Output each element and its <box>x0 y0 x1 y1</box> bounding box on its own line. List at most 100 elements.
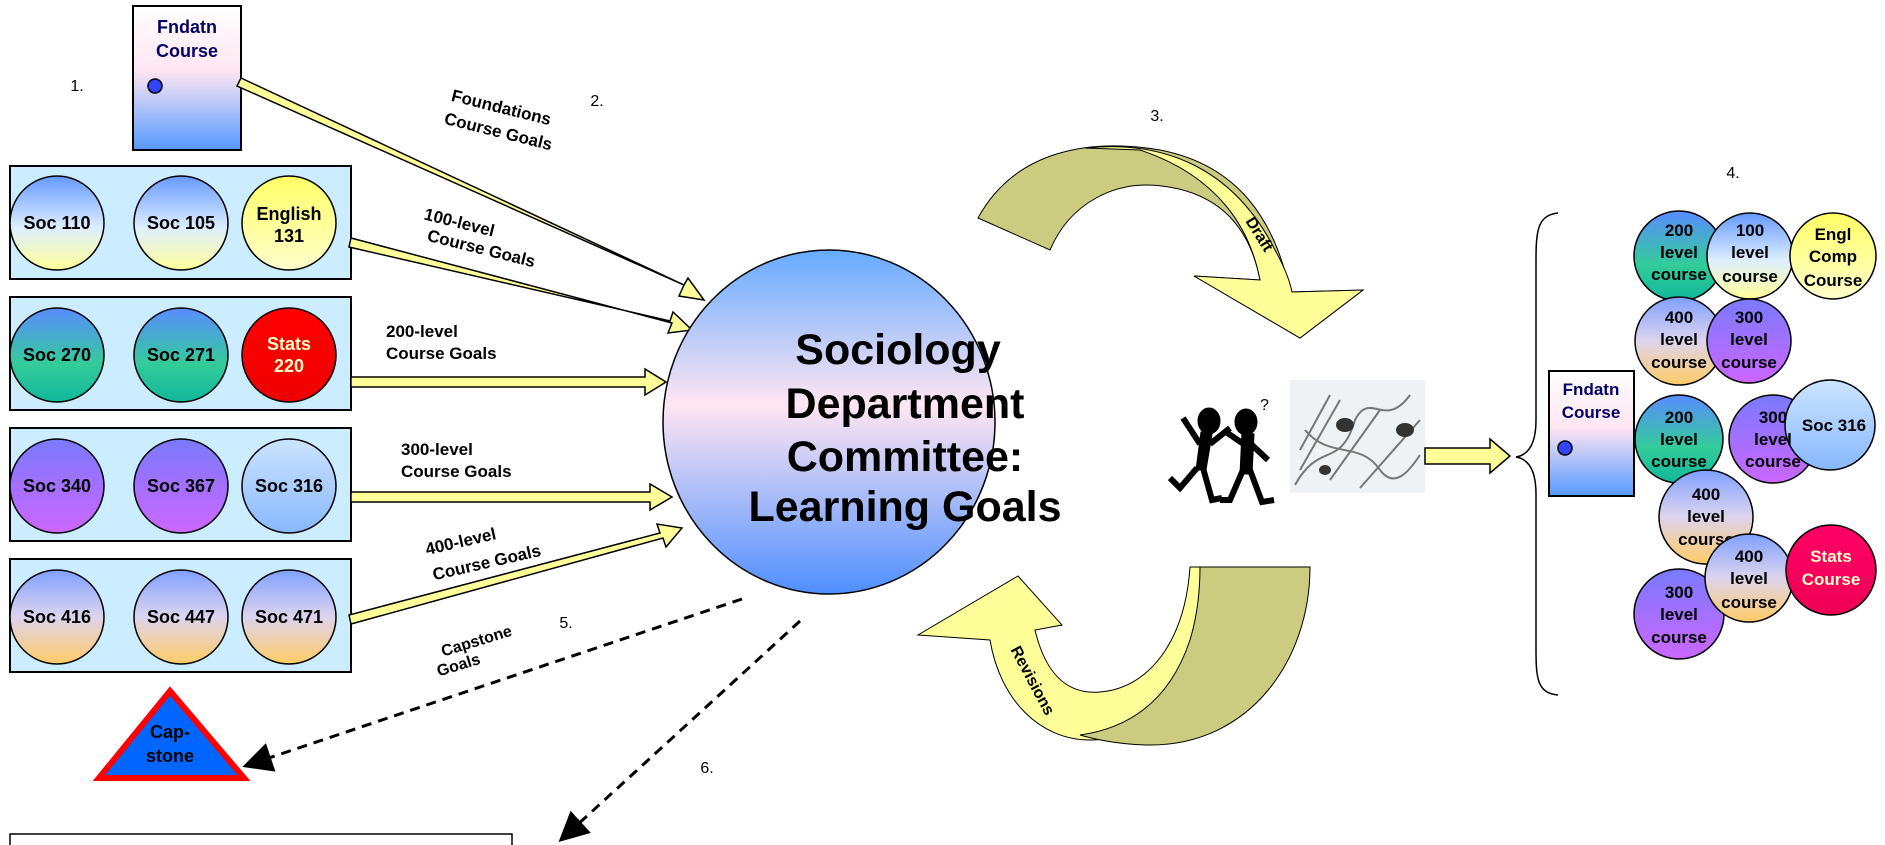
course-soc-316-label: Soc 316 <box>255 476 323 496</box>
cluster-400b-l1: 400 <box>1692 485 1720 504</box>
goal-arrow-200 <box>350 367 668 397</box>
cluster-300-level-a <box>1706 298 1792 384</box>
capstone-triangle: Cap- stone <box>92 686 251 781</box>
foundations-course-card: Fndatn Course <box>132 5 242 151</box>
course-soc-447-label: Soc 447 <box>147 607 215 627</box>
course-soc-271 <box>133 307 229 403</box>
l300-goals-line2: Course Goals <box>401 462 512 481</box>
cluster-200b-l1: 200 <box>1665 408 1693 427</box>
course-soc-270 <box>9 307 105 403</box>
l200-goals-line2: Course Goals <box>386 344 497 363</box>
course-english-131 <box>241 175 337 271</box>
course-soc-447 <box>133 569 229 665</box>
cluster-300b-l2: level <box>1754 430 1792 449</box>
course-soc-105 <box>133 175 229 271</box>
output-arrow <box>1424 437 1512 475</box>
cluster-200a-l1: 200 <box>1665 221 1693 240</box>
cluster-300a-l2: level <box>1730 330 1768 349</box>
row-300-level: Soc 340 Soc 367 Soc 316 <box>9 427 352 542</box>
course-stats-220-line2: 220 <box>274 356 304 376</box>
goal-arrows <box>235 77 706 625</box>
course-soc-471 <box>241 569 337 665</box>
cluster-soc-316 <box>1784 379 1876 471</box>
course-cluster: 200 level course 100 level course Engl C… <box>1633 210 1877 660</box>
cluster-300b-l3: course <box>1745 452 1801 471</box>
course-stats-220 <box>241 307 337 403</box>
step-3-label: 3. <box>1150 108 1163 125</box>
cluster-200a-l3: course <box>1651 265 1707 284</box>
step-1-label: 1. <box>70 78 83 95</box>
cluster-engl-l1: Engl <box>1815 225 1852 244</box>
card-dot <box>147 78 163 94</box>
committee-circle: Sociology Department Committee: Learning… <box>662 249 1062 595</box>
cluster-300b-l1: 300 <box>1759 408 1787 427</box>
cluster-400c-l1: 400 <box>1735 547 1763 566</box>
course-english-131-line1: English <box>256 204 321 224</box>
cluster-400c-l2: level <box>1730 569 1768 588</box>
course-soc-416 <box>9 569 105 665</box>
cluster-400c-l3: course <box>1721 593 1777 612</box>
course-soc-270-label: Soc 270 <box>23 345 91 365</box>
fndatn-card-line1: Fndatn <box>157 17 217 37</box>
goal-arrow-400 <box>348 523 684 625</box>
course-soc-471-label: Soc 471 <box>255 607 323 627</box>
sketch-crowd-icon <box>1290 380 1425 493</box>
course-soc-271-label: Soc 271 <box>147 345 215 365</box>
cluster-engl-l2: Comp <box>1809 247 1857 266</box>
foundations-goal-arrow <box>235 77 706 302</box>
goal-arrow-100 <box>348 237 694 334</box>
bracket <box>1515 212 1559 696</box>
course-soc-416-label: Soc 416 <box>23 607 91 627</box>
course-english-131-line2: 131 <box>274 226 304 246</box>
goal-labels: Foundations Course Goals 100-level Cours… <box>386 86 554 680</box>
cluster-200b-l3: course <box>1651 452 1707 471</box>
step-6-label: 6. <box>700 760 713 777</box>
course-soc-340-label: Soc 340 <box>23 476 91 496</box>
course-soc-316 <box>241 438 337 534</box>
committee-line1: Sociology <box>795 326 1001 374</box>
committee-line4: Learning Goals <box>748 483 1061 531</box>
course-soc-367 <box>133 438 229 534</box>
assessment-box <box>9 833 513 845</box>
cluster-stats-l2: Course <box>1802 570 1861 589</box>
capstone-line1: Cap- <box>150 722 190 742</box>
people-discussing-icon: ? <box>1167 397 1275 506</box>
fndatn-card-right-line1: Fndatn <box>1563 380 1620 399</box>
cluster-400a-l2: level <box>1660 330 1698 349</box>
cluster-100-l1: 100 <box>1736 221 1764 240</box>
cluster-300a-l1: 300 <box>1735 308 1763 327</box>
card-right-dot <box>1557 440 1573 456</box>
row-200-level: Soc 270 Soc 271 Stats 220 <box>9 296 352 411</box>
cluster-400a-l3: course <box>1651 353 1707 372</box>
cluster-stats-course <box>1785 524 1877 616</box>
course-soc-367-label: Soc 367 <box>147 476 215 496</box>
course-soc-110 <box>9 175 105 271</box>
committee-line3: Committee: <box>787 433 1024 481</box>
step-5-label: 5. <box>559 615 572 632</box>
committee-line2: Department <box>786 380 1025 428</box>
cluster-300a-l3: course <box>1721 353 1777 372</box>
row-400-level: Soc 416 Soc 447 Soc 471 <box>9 558 352 673</box>
cluster-200a-l2: level <box>1660 243 1698 262</box>
foundations-course-card-right: Fndatn Course <box>1548 370 1635 497</box>
cluster-400a-l1: 400 <box>1665 308 1693 327</box>
assessment-dashed-arrow <box>558 619 802 843</box>
cluster-300c-l2: level <box>1660 605 1698 624</box>
cluster-engl-l3: Course <box>1804 271 1863 290</box>
svg-text:?: ? <box>1260 397 1269 414</box>
cluster-soc316-l1: Soc 316 <box>1802 416 1866 435</box>
cluster-400b-l2: level <box>1687 507 1725 526</box>
cluster-300c-l1: 300 <box>1665 583 1693 602</box>
cluster-200b-l2: level <box>1660 430 1698 449</box>
cluster-100-l3: course <box>1722 267 1778 286</box>
cluster-100-l2: level <box>1731 243 1769 262</box>
step-4-label: 4. <box>1726 165 1739 182</box>
step-2-label: 2. <box>590 93 603 110</box>
fndatn-card-right-line2: Course <box>1562 403 1621 422</box>
revisions-cycle-arrow: Revisions <box>916 566 1311 746</box>
goal-arrow-300 <box>350 482 674 512</box>
course-soc-340 <box>9 438 105 534</box>
l200-goals-line1: 200-level <box>386 322 458 341</box>
row-100-level: Soc 110 Soc 105 English 131 <box>9 165 352 280</box>
